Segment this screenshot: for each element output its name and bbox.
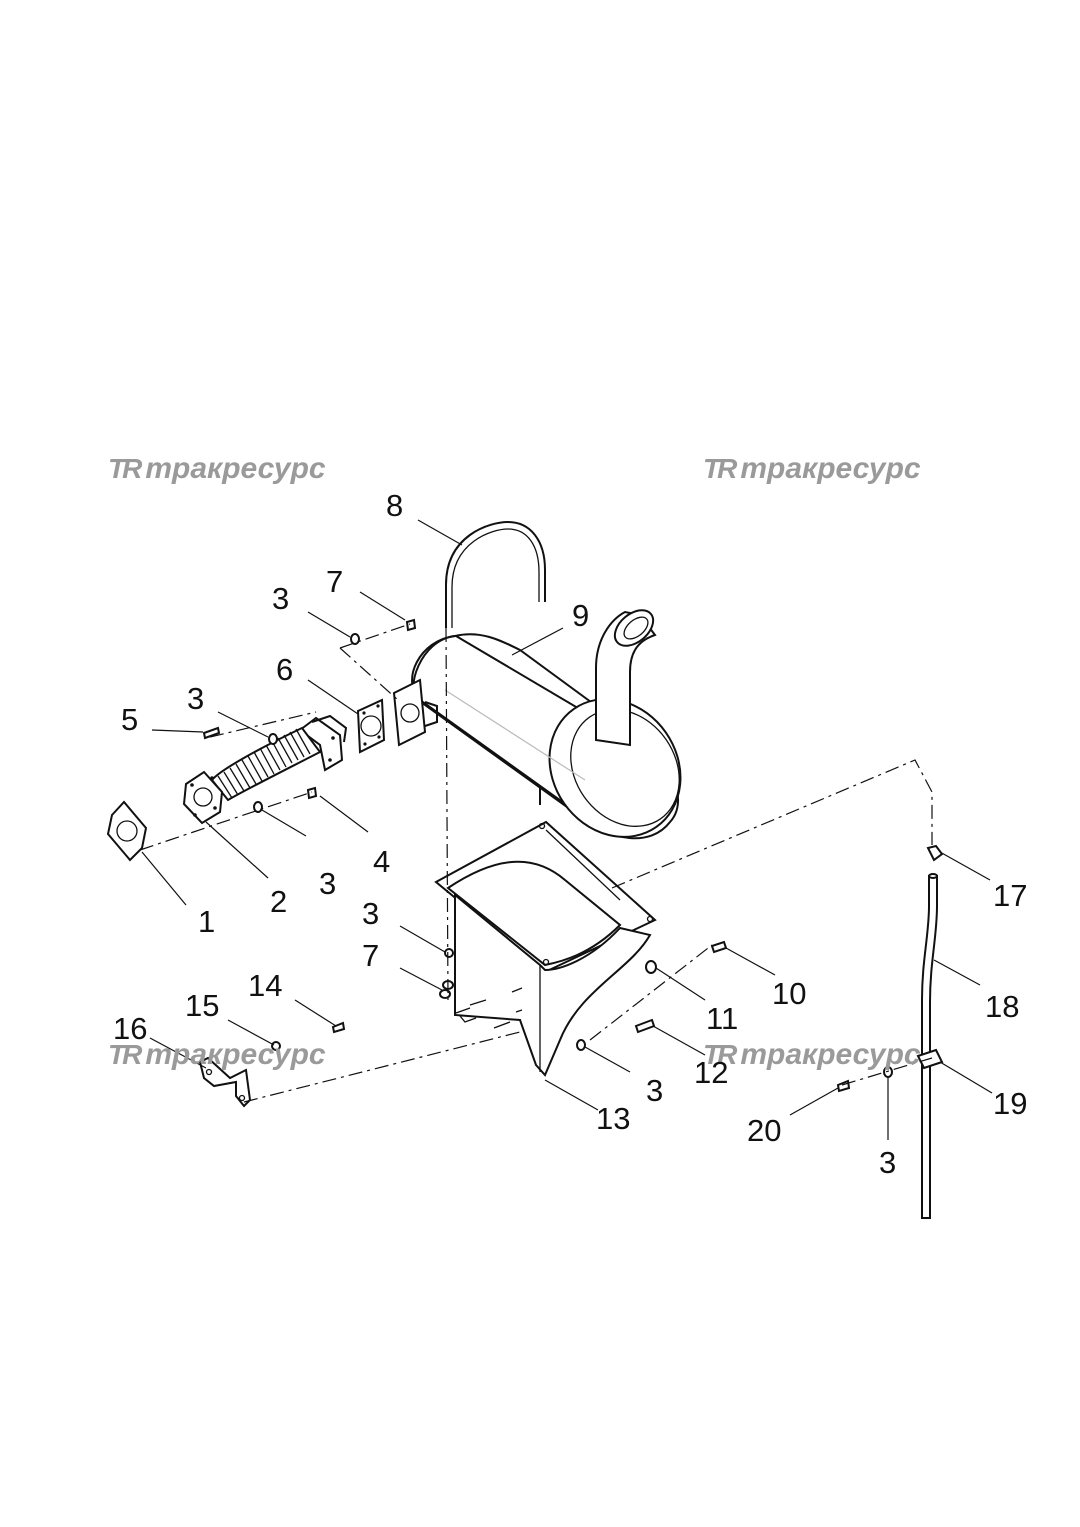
- callout-7: 7: [326, 564, 344, 599]
- callout-6: 6: [276, 652, 294, 687]
- watermark-logo-mark: TR: [703, 453, 737, 484]
- callout-11: 11: [706, 1001, 739, 1036]
- callout-4: 4: [373, 844, 391, 879]
- callout-14: 14: [248, 968, 283, 1003]
- leader-lines: [141, 519, 993, 1140]
- callout-15: 15: [185, 988, 220, 1023]
- callout-17: 17: [993, 878, 1028, 913]
- callout-13: 13: [596, 1101, 631, 1136]
- fasteners: [202, 618, 893, 1093]
- callout-12: 12: [694, 1055, 729, 1090]
- callout-3: 3: [646, 1073, 664, 1108]
- watermark-text: тракресурс: [740, 1038, 921, 1071]
- callout-3: 3: [319, 866, 337, 901]
- watermark-logo-mark: TR: [108, 1039, 142, 1070]
- callout-3: 3: [272, 581, 290, 616]
- support-bracket: [198, 1056, 252, 1108]
- callout-19: 19: [993, 1086, 1028, 1121]
- callout-18: 18: [985, 989, 1020, 1024]
- callout-7: 7: [362, 938, 380, 973]
- watermark-logo-mark: TR: [703, 1039, 737, 1070]
- callout-2: 2: [270, 884, 288, 919]
- watermark-text: тракресурс: [145, 1038, 326, 1071]
- gasket: [106, 800, 148, 862]
- flexible-exhaust-pipe: [182, 714, 348, 825]
- callout-1: 1: [198, 904, 216, 939]
- callout-16: 16: [113, 1011, 148, 1046]
- muffler: [392, 609, 682, 840]
- callout-3: 3: [187, 681, 205, 716]
- watermark-text: тракресурс: [740, 452, 921, 485]
- watermark-logo-mark: TR: [108, 453, 142, 484]
- muffler-bracket: [434, 820, 657, 1077]
- flange-gasket: [356, 698, 386, 754]
- watermark-text: тракресурс: [145, 452, 326, 485]
- callout-3: 3: [879, 1145, 897, 1180]
- callout-20: 20: [747, 1113, 782, 1148]
- drain-tube: [916, 844, 944, 1219]
- callout-9: 9: [572, 598, 590, 633]
- callout-5: 5: [121, 702, 139, 737]
- callout-3: 3: [362, 896, 380, 931]
- callout-10: 10: [772, 976, 807, 1011]
- assembly-lines: [139, 623, 933, 1103]
- callout-8: 8: [386, 488, 404, 523]
